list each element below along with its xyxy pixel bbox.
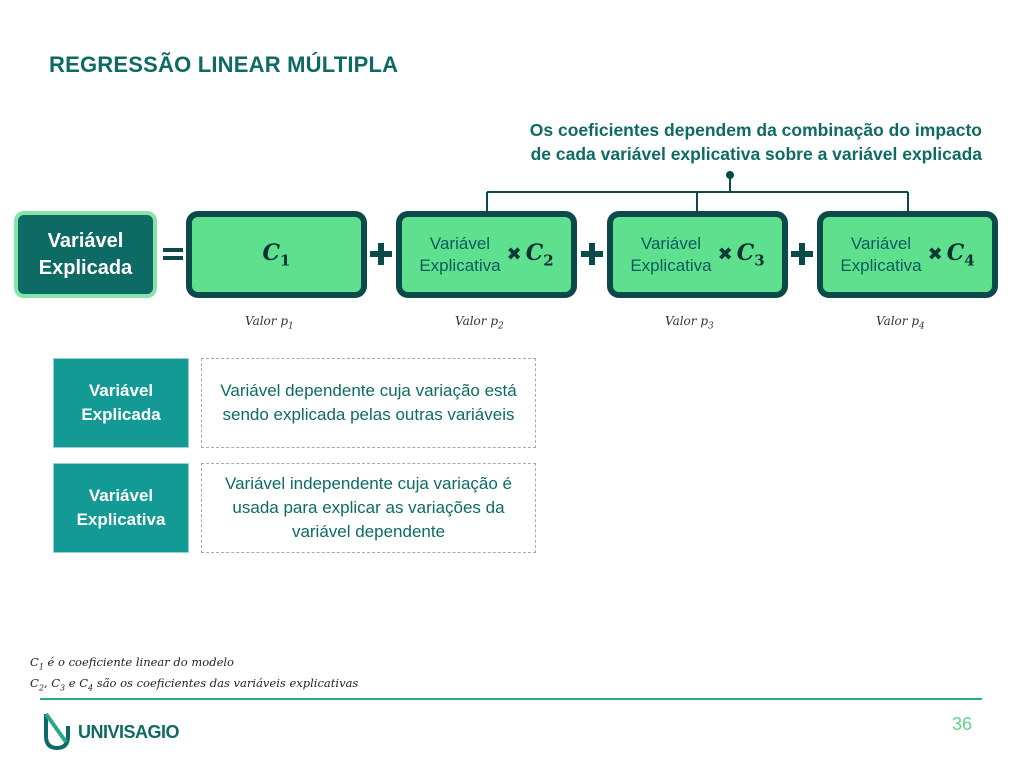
footer-divider <box>40 698 982 700</box>
callout-line-1: Os coeficientes dependem da combinação d… <box>529 120 982 140</box>
equals-icon <box>163 248 183 260</box>
univisagio-logo-icon <box>44 712 70 751</box>
coefficient: C2 <box>525 239 554 270</box>
p-value-label: Valor p1 <box>245 314 294 332</box>
legend-description-explicativa: Variável independente cuja variação é us… <box>201 463 536 553</box>
explanatory-label: Variável Explicativa <box>419 233 501 275</box>
intercept-coefficient: C1 <box>262 239 291 270</box>
coefficient: C3 <box>736 239 765 270</box>
multiply-icon: ✖ <box>927 244 943 264</box>
footnote-intercept: C1 é o coeficiente linear do modelo <box>30 655 234 672</box>
brand-name: UNIVISAGIO <box>78 721 180 742</box>
plus-icon <box>581 243 603 265</box>
footnote-coefficients: C2, C3 e C4 são os coeficientes das vari… <box>30 676 359 693</box>
dependent-label-line-1: Variável <box>47 229 124 252</box>
dependent-label-line-2: Explicada <box>38 256 133 279</box>
explanatory-label: Variável Explicativa <box>840 233 922 275</box>
plus-icon <box>791 243 813 265</box>
coefficient-callout: Os coeficientes dependem da combinação d… <box>440 118 982 166</box>
legend-description-explicada: Variável dependente cuja variação está s… <box>201 358 536 448</box>
legend-tag-explicada: Variável Explicada <box>53 358 189 448</box>
plus-icon <box>370 243 392 265</box>
legend-tag-explicativa: Variável Explicativa <box>53 463 189 553</box>
explanatory-term-box: Variável Explicativa ✖ C4 <box>817 211 998 298</box>
p-value-label: Valor p3 <box>665 314 714 332</box>
footnotes: C1 é o coeficiente linear do modelo C2, … <box>30 654 358 697</box>
dependent-variable-box: Variável Explicada <box>14 211 157 298</box>
explanatory-term-box: Variável Explicativa ✖ C2 <box>396 211 577 298</box>
intercept-term-box: C1 <box>186 211 367 298</box>
coefficient: C4 <box>946 239 975 270</box>
page-number: 36 <box>951 714 972 734</box>
explanatory-label: Variável Explicativa <box>630 233 712 275</box>
callout-line-2: de cada variável explicativa sobre a var… <box>530 144 982 164</box>
slide-title: REGRESSÃO LINEAR MÚLTIPLA <box>49 52 399 77</box>
multiply-icon: ✖ <box>506 244 522 264</box>
explanatory-term-box: Variável Explicativa ✖ C3 <box>607 211 788 298</box>
multiply-icon: ✖ <box>717 244 733 264</box>
p-value-label: Valor p2 <box>455 314 504 332</box>
p-value-label: Valor p4 <box>876 314 925 332</box>
brand-logo: UNIVISAGIO <box>42 712 180 752</box>
